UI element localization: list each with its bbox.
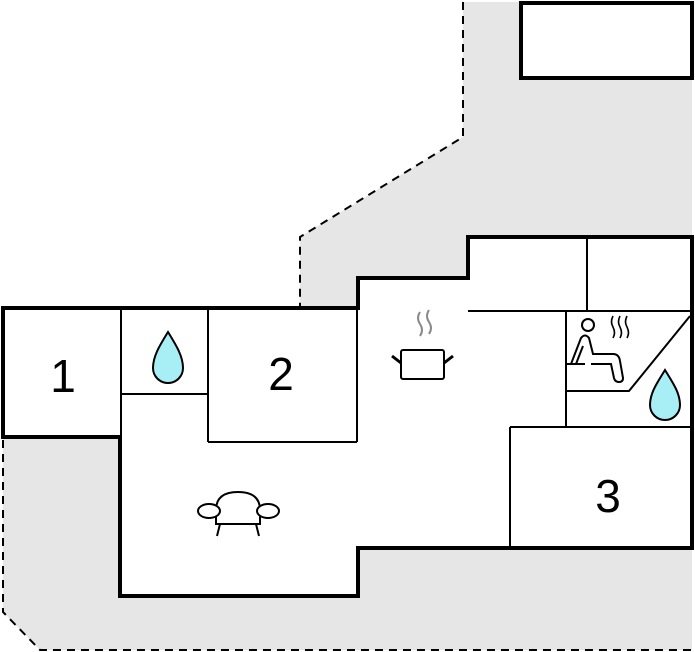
interior-walls — [120, 237, 692, 548]
water-drop-icon — [151, 330, 185, 384]
outbuilding — [519, 1, 694, 80]
room-label-2: 2 — [268, 348, 294, 400]
water-drop-icon — [648, 368, 682, 421]
sofa-icon — [197, 490, 280, 537]
cooking-pot-icon — [391, 309, 454, 380]
room-label-1: 1 — [50, 350, 76, 402]
sauna-icon — [567, 315, 630, 384]
room-label-3: 3 — [595, 470, 621, 522]
